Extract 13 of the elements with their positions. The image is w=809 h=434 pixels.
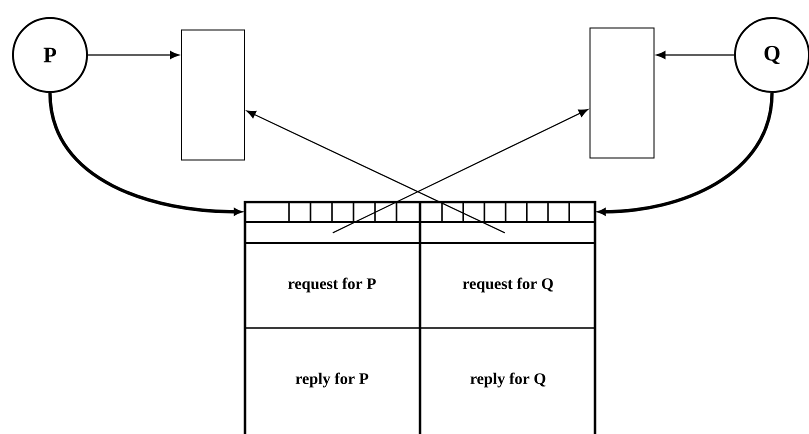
shared-table [244,200,596,434]
arrow [88,51,180,59]
arrow [246,110,506,234]
table-cell: request for Q [462,278,553,292]
table-cell: request for P [288,278,376,292]
buffer-box [590,28,654,158]
arrow [598,92,774,216]
table-cell: reply for Q [470,372,546,388]
buffer-box [181,30,245,160]
arrow [656,51,734,59]
arrow [332,109,588,234]
table-cell: reply for P [296,372,368,388]
arrow [48,92,242,216]
